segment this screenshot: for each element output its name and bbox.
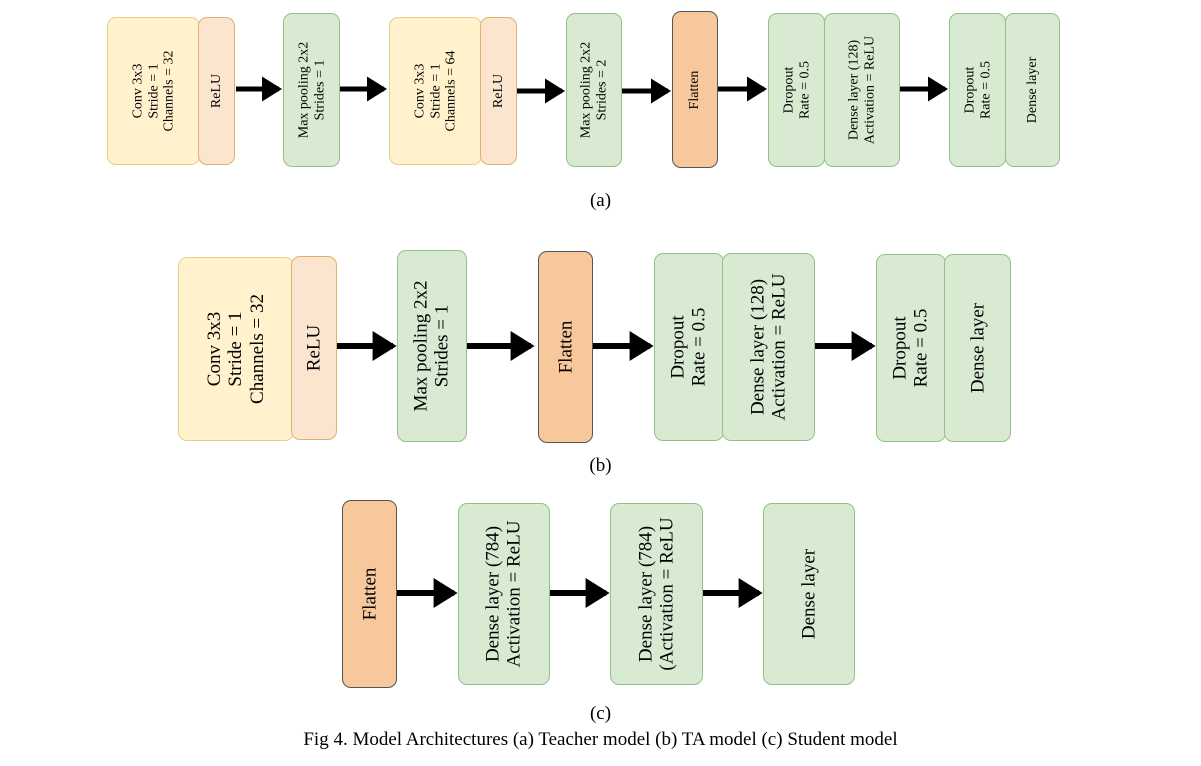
a-conv1-block: Conv 3x3 Stride = 1 Channels = 32 [107, 17, 200, 165]
c-dense-out-block: Dense layer [763, 503, 855, 685]
b-conv1-block: Conv 3x3 Stride = 1 Channels = 32 [178, 257, 294, 441]
a-relu1-label: ReLU [208, 73, 224, 109]
a-conv1-line1: Conv 3x3 [129, 63, 145, 119]
b-pool1-line1: Max pooling 2x2 [410, 280, 432, 412]
b-dropout1-line2: Rate = 0.5 [689, 307, 710, 387]
a-pool2-block: Max pooling 2x2 Strides = 2 [566, 13, 622, 167]
a-relu1-block: ReLU [198, 17, 235, 165]
a-dropout1-block: Dropout Rate = 0.5 [768, 13, 825, 167]
figure-caption: Fig 4. Model Architectures (a) Teacher m… [303, 729, 898, 750]
c-dense784b-block: Dense layer (784) (Activation = ReLU [610, 503, 703, 685]
panel-b-label: (b) [589, 455, 612, 476]
b-dropout2-block: Dropout Rate = 0.5 [876, 254, 946, 442]
a-dense-out-label: Dense layer [1024, 56, 1040, 124]
a-dropout2-line1: Dropout [961, 66, 977, 114]
a-pool2-line2: Strides = 2 [594, 59, 609, 121]
a-dense128-line2: Activation = ReLU [862, 35, 877, 145]
a-conv1-line2: Stride = 1 [145, 63, 161, 119]
a-relu2-block: ReLU [480, 17, 517, 165]
b-dense128-line2: Activation = ReLU [768, 273, 790, 421]
a-dropout2-block: Dropout Rate = 0.5 [949, 13, 1006, 167]
a-conv2-line3: Channels = 64 [443, 50, 459, 132]
b-flatten-block: Flatten [538, 251, 593, 443]
b-dropout2-line2: Rate = 0.5 [911, 308, 932, 388]
a-pool2-line1: Max pooling 2x2 [578, 41, 594, 139]
b-dropout2-line1: Dropout [889, 316, 911, 380]
a-dropout1-line2: Rate = 0.5 [796, 60, 812, 120]
c-dense784a-line2: Activation = ReLU [504, 520, 525, 668]
b-dense128-block: Dense layer (128) Activation = ReLU [722, 253, 815, 441]
c-dense784b-line1: Dense layer (784) [635, 525, 657, 663]
panel-a-label: (a) [589, 190, 612, 211]
a-dense128-line1: Dense layer (128) [846, 39, 862, 141]
a-dense-out-block: Dense layer [1005, 13, 1060, 167]
c-flatten-label: Flatten [358, 567, 380, 621]
c-dense784a-block: Dense layer (784) Activation = ReLU [458, 503, 550, 685]
b-dropout1-block: Dropout Rate = 0.5 [654, 253, 724, 441]
b-conv1-line2: Stride = 1 [225, 311, 247, 387]
a-relu2-label: ReLU [490, 73, 506, 109]
b-dropout1-line1: Dropout [667, 315, 689, 379]
b-pool1-line2: Strides = 1 [432, 304, 453, 388]
a-pool1-block: Max pooling 2x2 Strides = 1 [283, 13, 340, 167]
a-pool1-line1: Max pooling 2x2 [295, 41, 311, 139]
b-dense-out-block: Dense layer [944, 254, 1011, 442]
b-dense128-line1: Dense layer (128) [747, 278, 769, 416]
panel-c-label: (c) [589, 703, 612, 724]
a-conv2-block: Conv 3x3 Stride = 1 Channels = 64 [389, 17, 482, 165]
c-flatten-block: Flatten [342, 500, 397, 688]
a-conv1-line3: Channels = 32 [161, 50, 177, 132]
c-dense784b-line2: (Activation = ReLU [656, 517, 678, 671]
a-flatten-label: Flatten [687, 70, 703, 109]
b-conv1-line3: Channels = 32 [246, 294, 268, 404]
a-dropout1-line1: Dropout [780, 66, 796, 114]
a-flatten-block: Flatten [672, 11, 718, 168]
b-relu1-label: ReLU [303, 324, 325, 372]
c-dense784a-line1: Dense layer (784) [482, 525, 504, 663]
a-dropout2-line2: Rate = 0.5 [977, 60, 993, 120]
b-relu1-block: ReLU [291, 256, 337, 440]
a-pool1-line2: Strides = 1 [311, 59, 327, 121]
a-conv2-line1: Conv 3x3 [411, 63, 427, 119]
b-conv1-line1: Conv 3x3 [204, 311, 226, 387]
b-dense-out-label: Dense layer [966, 302, 988, 394]
b-flatten-label: Flatten [554, 320, 576, 374]
b-pool1-block: Max pooling 2x2 Strides = 1 [397, 250, 467, 442]
a-dense128-block: Dense layer (128) Activation = ReLU [824, 13, 900, 167]
c-dense-out-label: Dense layer [798, 548, 820, 640]
a-conv2-line2: Stride = 1 [427, 63, 443, 119]
